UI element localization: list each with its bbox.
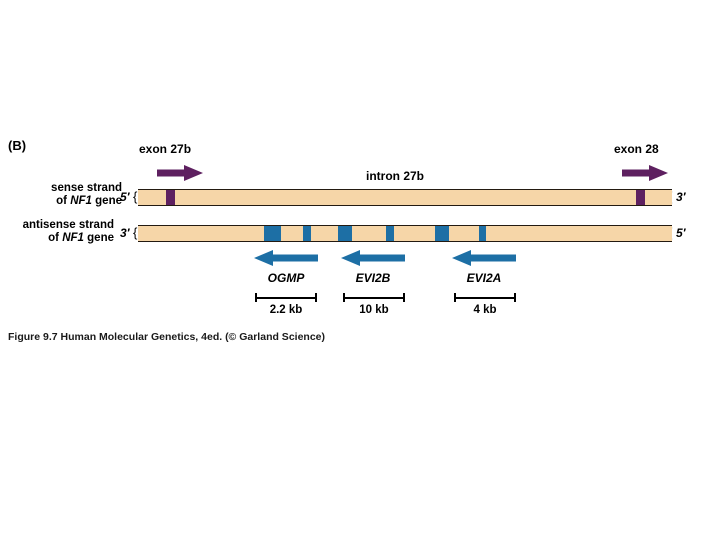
evi2a-exon-2-box: [479, 226, 487, 241]
antisense-strand-bar: [138, 225, 672, 242]
sense-strand-label: sense strand of NF1 gene: [12, 182, 122, 208]
antisense-strand-label-line2-prefix: of: [48, 232, 63, 244]
antisense-strand-label-gene: NF1: [62, 232, 84, 244]
sense-strand-bar: [138, 189, 672, 206]
gene-label-ogmp: OGMP: [267, 271, 305, 285]
scale-label-evi2a: 4 kb: [473, 304, 497, 316]
exon-28-label: exon 28: [614, 142, 659, 156]
antisense-strand-label: antisense strand of NF1 gene: [4, 219, 114, 245]
scale-label-evi2b: 10 kb: [359, 304, 389, 316]
sense-strand-left-break-icon: {: [133, 189, 138, 204]
intron-27b-label: intron 27b: [366, 169, 425, 183]
exon-27b-label: exon 27b: [139, 142, 192, 156]
sense-exon-28-box: [635, 190, 645, 205]
scale-bar-evi2b-left-cap: [343, 293, 345, 302]
evi2b-exon-2-box: [385, 226, 394, 241]
ogmp-exon-2-box: [303, 226, 311, 241]
antisense-strand-three-prime-end: 3′: [120, 226, 130, 240]
scale-bar-evi2a-right-cap: [514, 293, 516, 302]
panel-label: (B): [8, 138, 27, 153]
scale-bar-evi2a-rule: [454, 297, 516, 299]
exon-28-direction-arrow: [622, 165, 668, 181]
antisense-strand-five-prime-end: 5′: [676, 226, 686, 240]
antisense-strand-left-break-icon: {: [133, 225, 138, 240]
evi2b-exon-1-box: [337, 226, 352, 241]
gene-label-evi2b: EVI2B: [355, 271, 391, 285]
sense-strand-label-line2-prefix: of: [56, 195, 71, 207]
scale-label-ogmp: 2.2 kb: [269, 304, 303, 316]
ogmp-exon-1-box: [264, 226, 281, 241]
gene-label-evi2a: EVI2A: [466, 271, 502, 285]
sense-strand-label-line1: sense strand: [51, 182, 122, 194]
ogmp-direction-arrow: [254, 250, 318, 266]
antisense-strand-label-line1: antisense strand: [22, 219, 114, 231]
scale-bar-ogmp-left-cap: [255, 293, 257, 302]
sense-strand-five-prime-end: 5′: [120, 190, 130, 204]
scale-bar-ogmp-rule: [255, 297, 317, 299]
figure-caption: Figure 9.7 Human Molecular Genetics, 4ed…: [8, 331, 325, 343]
scale-bar-ogmp-right-cap: [315, 293, 317, 302]
sense-strand-label-gene: NF1: [70, 195, 92, 207]
scale-bar-ogmp: [255, 293, 317, 302]
scale-bar-evi2b-right-cap: [403, 293, 405, 302]
scale-bar-evi2b: [343, 293, 405, 302]
evi2a-exon-1-box: [435, 226, 450, 241]
scale-bar-evi2a: [454, 293, 516, 302]
scale-bar-evi2a-left-cap: [454, 293, 456, 302]
evi2b-direction-arrow: [341, 250, 405, 266]
sense-strand-three-prime-end: 3′: [676, 190, 686, 204]
evi2a-direction-arrow: [452, 250, 516, 266]
sense-exon-27b-box: [165, 190, 175, 205]
scale-bar-evi2b-rule: [343, 297, 405, 299]
antisense-strand-label-line2-suffix: gene: [83, 232, 114, 244]
exon-27b-direction-arrow: [157, 165, 203, 181]
sense-strand-label-line2-suffix: gene: [91, 195, 122, 207]
